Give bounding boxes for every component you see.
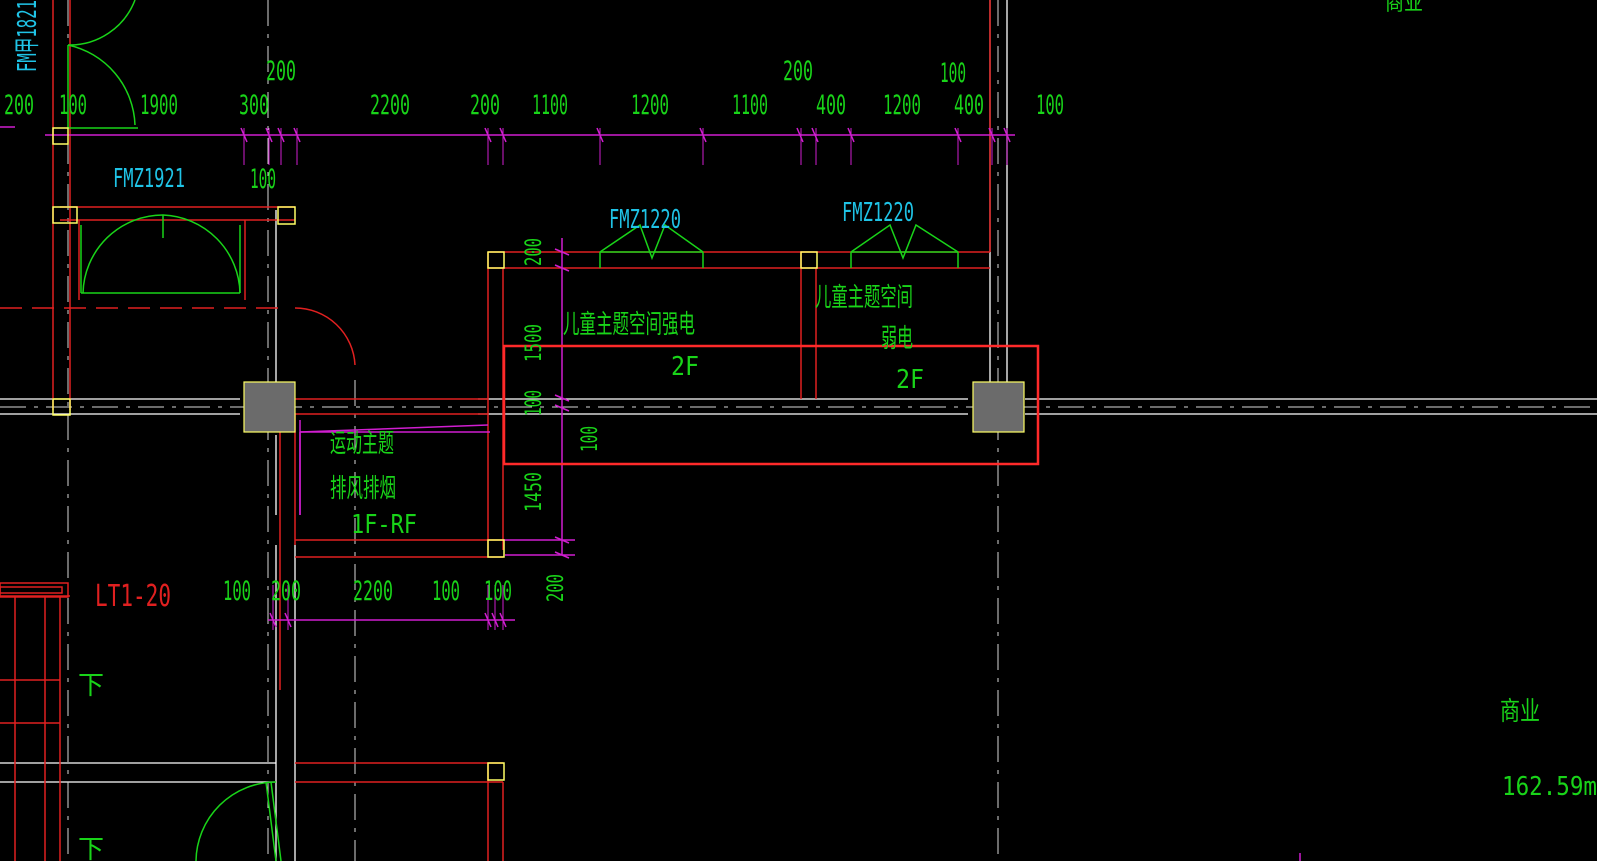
dim-label: 200 bbox=[470, 90, 500, 121]
room-floor-label: 2F bbox=[671, 352, 699, 382]
dim-label: 1200 bbox=[631, 90, 669, 121]
dim-label: 100 bbox=[250, 164, 276, 195]
column-small bbox=[277, 206, 296, 225]
dim-label: 1900 bbox=[140, 90, 178, 121]
dim-label: 200 bbox=[783, 56, 813, 87]
dim-label: 100 bbox=[223, 576, 251, 607]
room-floor-label: 1F-RF bbox=[351, 510, 417, 540]
dim-label: 100 bbox=[1036, 90, 1064, 121]
dim-label: 2200 bbox=[370, 90, 410, 121]
dim-label: 100 bbox=[432, 576, 460, 607]
room-label-sports: 运动主题 bbox=[330, 429, 394, 459]
dim-label: 100 bbox=[940, 58, 966, 89]
room-label-commerce: 商业 bbox=[1500, 697, 1540, 727]
room-label-commerce-top: 商业 bbox=[1385, 0, 1423, 16]
door-swings bbox=[67, 0, 959, 861]
room-labels: 儿童主题空间强电 2F 儿童主题空间 弱电 2F 运动主题 排风排烟 1F-RF… bbox=[78, 0, 1597, 861]
room-floor-label: 2F bbox=[896, 365, 924, 395]
dim-label: 200 bbox=[271, 576, 301, 607]
room-label-children-power: 儿童主题空间强电 bbox=[563, 310, 695, 340]
column-small bbox=[52, 398, 71, 416]
column-small bbox=[487, 539, 505, 558]
bottom-dimension-labels: 100 200 2200 100 100 bbox=[223, 576, 512, 607]
dim-label: 1100 bbox=[732, 90, 768, 121]
dimension-extensions bbox=[243, 128, 1008, 630]
dim-label: 1200 bbox=[883, 90, 921, 121]
top-dimension-labels: 200 100 1900 300 2200 200 1100 1200 1100… bbox=[4, 56, 1064, 195]
dim-label: 2200 bbox=[353, 576, 393, 607]
dim-label: 300 bbox=[239, 90, 269, 121]
walls bbox=[0, 0, 991, 861]
stair-down-label: 下 bbox=[78, 835, 104, 861]
stair-down-label: 下 bbox=[78, 671, 104, 701]
door-label: FMZ1921 bbox=[113, 164, 185, 194]
dim-label: 100 bbox=[484, 576, 512, 607]
column-small bbox=[487, 251, 505, 269]
columns bbox=[52, 127, 1025, 781]
room-area-label: 162.59m bbox=[1502, 772, 1597, 802]
door-label-vertical: FM甲1821 bbox=[13, 0, 43, 72]
shaft-marks bbox=[299, 424, 1301, 861]
door-labels: FMZ1921 FMZ1220 FMZ1220 FM甲1821 bbox=[13, 0, 914, 235]
dim-label: 200 bbox=[4, 90, 34, 121]
dim-label-vertical: 200 bbox=[544, 574, 569, 602]
door-label: FMZ1220 bbox=[842, 198, 914, 228]
highlight-box bbox=[502, 344, 1040, 466]
door-label: FMZ1220 bbox=[609, 205, 681, 235]
dim-label-vertical: 100 bbox=[522, 390, 547, 416]
dim-label: 400 bbox=[816, 90, 846, 121]
room-label-sports-2: 排风排烟 bbox=[330, 474, 396, 504]
room-label-children-weak: 儿童主题空间 bbox=[815, 283, 913, 313]
dim-label-vertical: 1450 bbox=[522, 472, 547, 512]
dimension-lines bbox=[0, 126, 1015, 621]
dim-label: 1100 bbox=[532, 90, 568, 121]
column-large-left bbox=[243, 381, 296, 433]
stair-rails bbox=[0, 582, 69, 598]
dim-label-vertical: 100 bbox=[578, 426, 603, 452]
dim-label: 100 bbox=[59, 90, 87, 121]
column-small bbox=[52, 206, 78, 224]
column-large-right bbox=[972, 381, 1025, 433]
dim-label-vertical: 1500 bbox=[522, 324, 547, 362]
column-small bbox=[52, 127, 69, 145]
column-small bbox=[487, 762, 505, 781]
dim-label: 400 bbox=[954, 90, 984, 121]
dim-label-vertical: 200 bbox=[522, 238, 547, 266]
column-small bbox=[800, 251, 818, 269]
stair-label: LT1-20 bbox=[95, 579, 171, 614]
dim-label: 200 bbox=[266, 56, 296, 87]
room-label-children-weak-2: 弱电 bbox=[881, 324, 913, 354]
vertical-dimension-labels: 200 1500 100 100 1450 200 bbox=[522, 238, 603, 602]
